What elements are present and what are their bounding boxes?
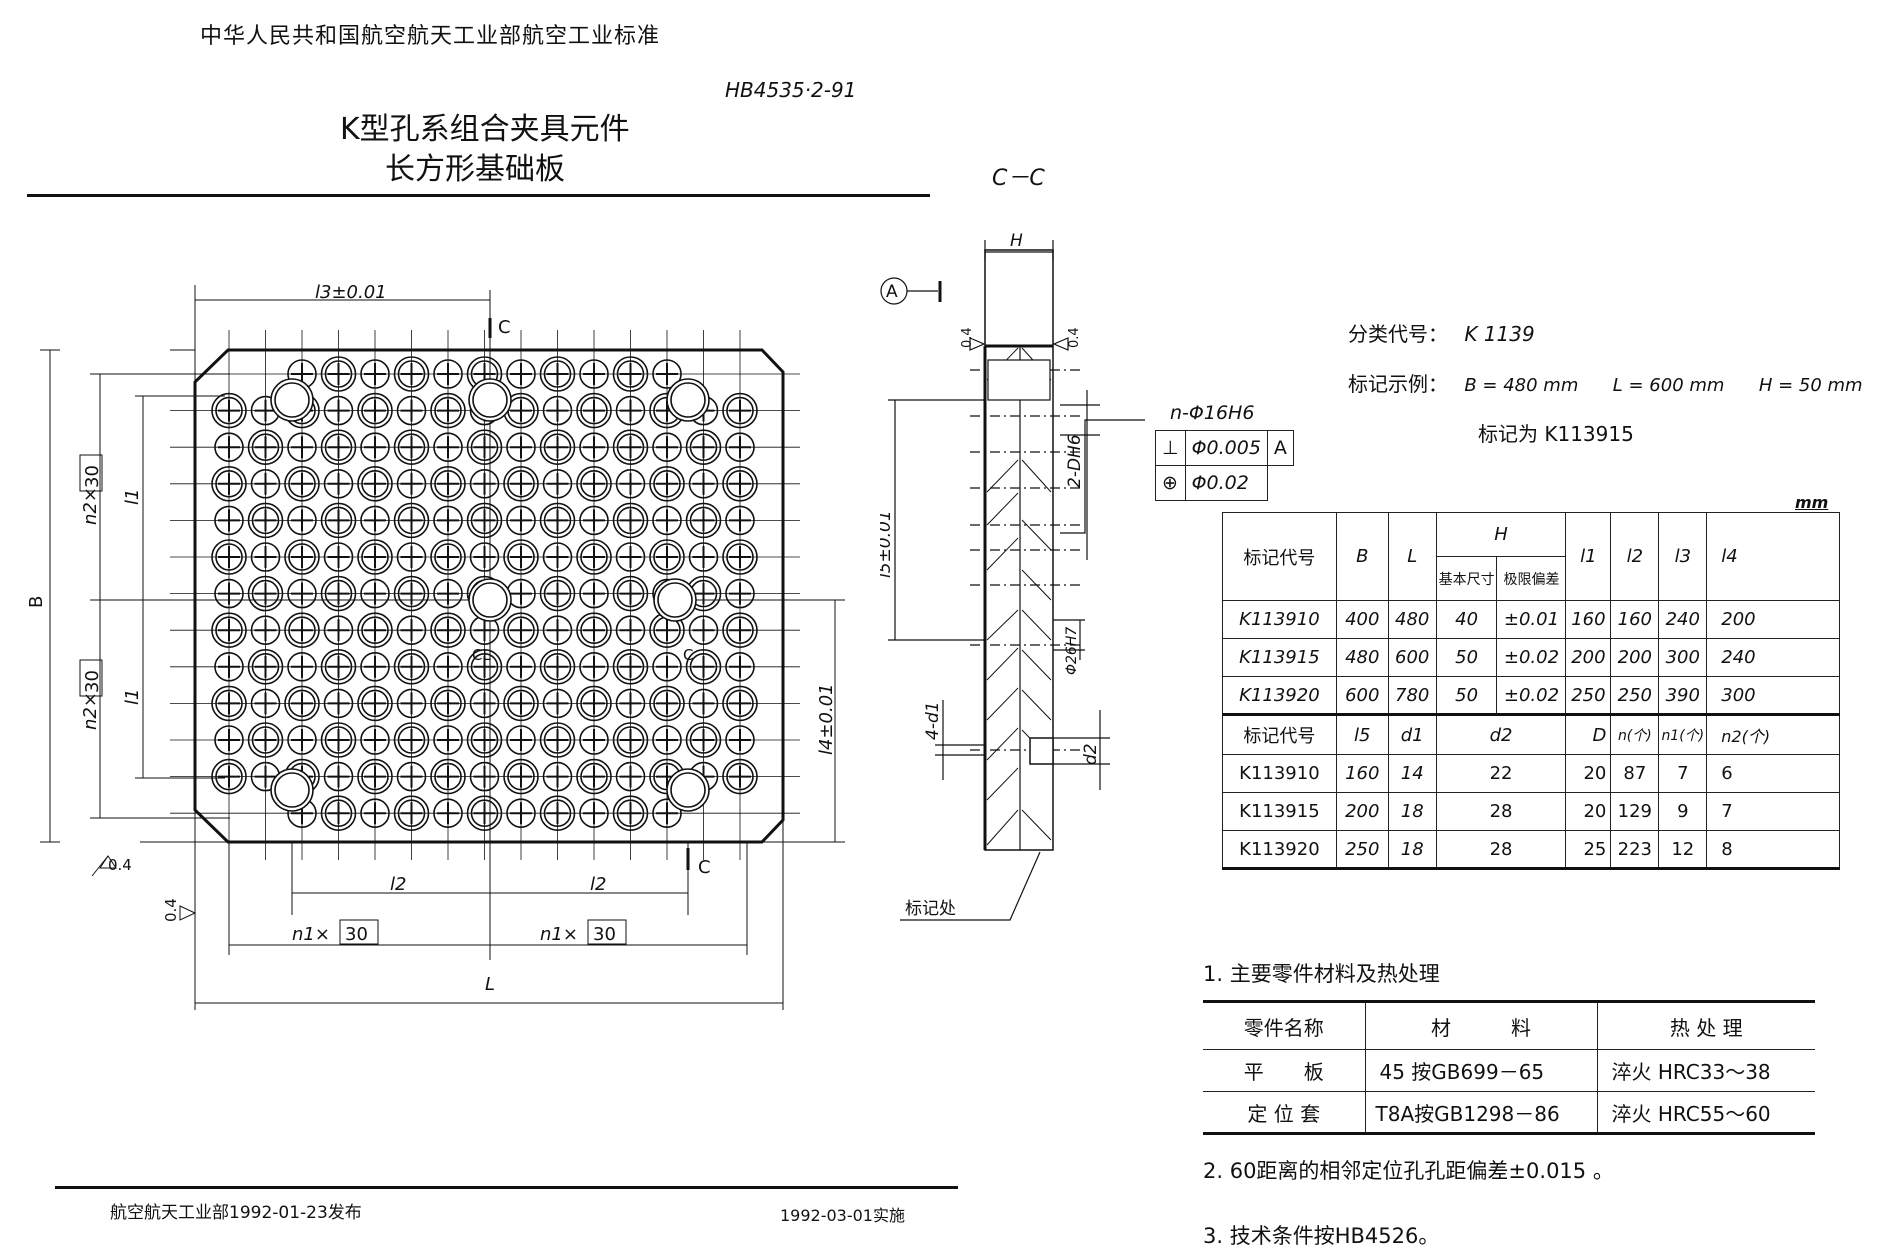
materials-table: 零件名称 材 料 热 处 理 平 板 45 按GB699－65 淬火 HRC33… — [1203, 1000, 1815, 1135]
document-title: K型孔系组合夹具元件 — [340, 112, 630, 147]
svg-text:n2×: n2× — [80, 487, 101, 525]
svg-text:30: 30 — [345, 924, 368, 945]
svg-text:n1×: n1× — [292, 924, 330, 945]
svg-text:C: C — [698, 857, 711, 878]
svg-text:标记处: 标记处 — [905, 899, 956, 919]
section-label: C－C — [992, 166, 1045, 191]
svg-text:Φ26H7: Φ26H7 — [1064, 627, 1080, 675]
table-row: 平 板 45 按GB699－65 淬火 HRC33～38 — [1203, 1049, 1815, 1092]
svg-text:0.4: 0.4 — [162, 898, 180, 922]
header-rule — [27, 194, 930, 197]
document-subtitle: 长方形基础板 — [385, 152, 565, 187]
svg-text:30: 30 — [82, 465, 103, 488]
svg-text:d2: d2 — [1081, 743, 1101, 765]
svg-text:0.4: 0.4 — [1067, 327, 1082, 348]
svg-text:H: H — [1010, 231, 1023, 251]
dimension-table-1: 标记代号 B L H l1 l2 l3 l4 基本尺寸 极限偏差 K113910… — [1222, 512, 1840, 870]
organization-header: 中华人民共和国航空航天工业部航空工业标准 — [200, 24, 661, 49]
svg-text:C: C — [683, 646, 693, 664]
svg-text:L: L — [485, 974, 495, 995]
section-view-drawing: H A 0.4 0.4 l5±0.01 2-DH6 Φ26H7 4-d1 d2 … — [880, 231, 1145, 921]
note-3: 3. 技术条件按HB4526。 — [1203, 1224, 1440, 1248]
effective-date: 1992-03-01实施 — [780, 1206, 905, 1225]
svg-text:30: 30 — [593, 924, 616, 945]
svg-text:4-d1: 4-d1 — [923, 701, 943, 740]
issue-date: 航空航天工业部1992-01-23发布 — [110, 1203, 362, 1223]
perpendicularity-icon: ⊥ — [1155, 430, 1186, 466]
note-2: 2. 60距离的相邻定位孔孔距偏差±0.015 。 — [1203, 1159, 1614, 1183]
marking-example: 标记示例： B = 480 mm L = 600 mm H = 50 mm — [1348, 372, 1863, 396]
svg-text:30: 30 — [82, 670, 103, 693]
svg-text:A: A — [886, 282, 898, 302]
svg-text:l1: l1 — [122, 689, 143, 705]
svg-text:l2: l2 — [390, 874, 406, 895]
svg-text:0.4: 0.4 — [108, 856, 132, 874]
tolerance-frame: ⊥ Φ0.005 A ⊕ Φ0.02 — [1155, 430, 1294, 501]
unit-label: mm — [1795, 493, 1829, 512]
note-1: 1. 主要零件材料及热处理 — [1203, 962, 1440, 986]
svg-text:l2: l2 — [590, 874, 606, 895]
svg-text:2-DH6: 2-DH6 — [1065, 434, 1085, 488]
svg-text:0.4: 0.4 — [960, 327, 975, 348]
position-icon: ⊕ — [1155, 465, 1186, 501]
dim-l3-label: l3±0.01 — [315, 282, 387, 303]
plan-view-drawing: l3±0.01 C C l2 l2 n1× 30 n1× 30 L 0.4 CL… — [26, 282, 845, 1010]
classification-code: 分类代号： K 1139 — [1348, 322, 1535, 346]
hole-callout: n-Φ16H6 — [1170, 402, 1255, 424]
svg-text:n1×: n1× — [540, 924, 578, 945]
standard-number: HB4535·2-91 — [725, 78, 857, 102]
svg-text:n2×: n2× — [80, 692, 101, 730]
svg-text:l4±0.01: l4±0.01 — [816, 683, 837, 755]
svg-text:l5±0.01: l5±0.01 — [880, 510, 895, 578]
hole-grid — [170, 330, 800, 860]
svg-text:C: C — [498, 317, 511, 338]
svg-text:B: B — [26, 596, 47, 608]
svg-text:l1: l1 — [122, 489, 143, 505]
marking-result: 标记为 K113915 — [1478, 422, 1634, 446]
footer-rule — [55, 1186, 958, 1189]
svg-text:CL: CL — [472, 646, 491, 664]
table-row: 定 位 套 T8A按GB1298－86 淬火 HRC55～60 — [1203, 1091, 1815, 1135]
